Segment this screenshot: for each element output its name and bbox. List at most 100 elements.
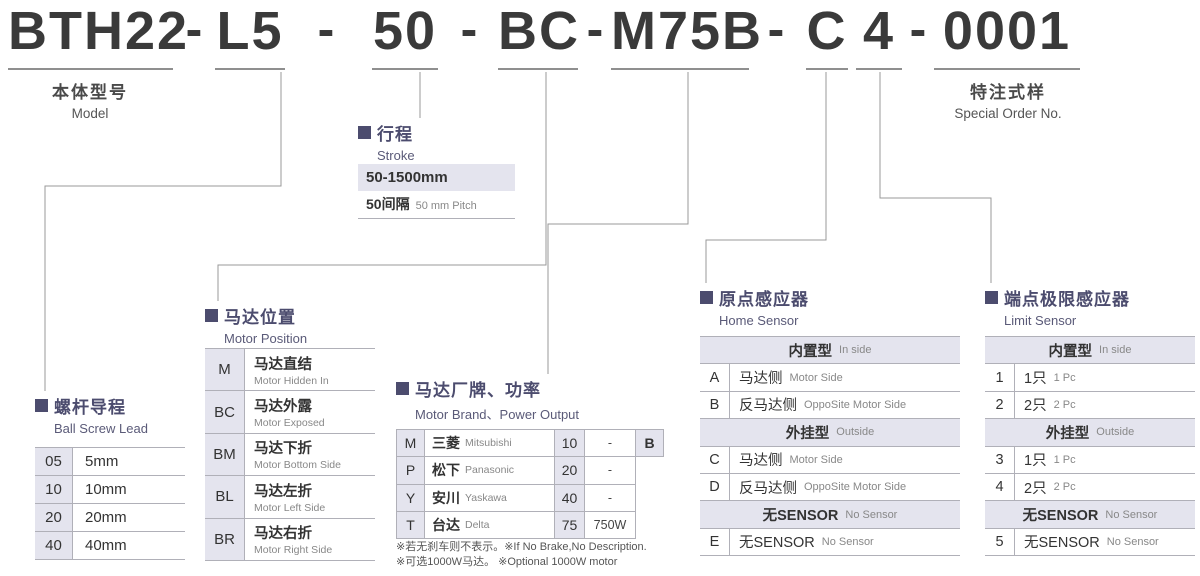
sensor-desc-en: 1 Pc <box>1053 371 1076 384</box>
motor-position-title-en: Motor Position <box>224 331 308 346</box>
sensor-desc-zh: 1只 <box>1024 371 1047 388</box>
sensor-code-cell: 1 <box>985 364 1015 391</box>
motor-brand-table: M 三菱 Mitsubishi 10 - B P 松下 Panasonic 20… <box>396 429 664 540</box>
position-code-cell: BC <box>205 391 245 433</box>
special-order-label: 特注式样 Special Order No. <box>908 78 1108 121</box>
home-sensor-title-en: Home Sensor <box>719 313 799 328</box>
lead-value-cell: 40mm <box>85 537 127 554</box>
model-code-separator: - <box>317 1 335 57</box>
model-code-motor-power: M75B <box>611 0 761 70</box>
motor-position-row: BR 马达右折 Motor Right Side <box>205 518 375 561</box>
model-label-en: Model <box>71 106 109 121</box>
sensor-desc-cell: 外挂型 Outside <box>1046 419 1134 445</box>
brand-name-en: Mitsubishi <box>465 437 512 450</box>
sensor-desc-en: 2 Pc <box>1053 481 1076 494</box>
stroke-pitch-zh: 50间隔 <box>366 196 410 212</box>
position-desc-zh: 马达右折 <box>254 526 312 543</box>
sensor-desc-cell: 2只 2 Pc <box>1015 392 1076 418</box>
brand-note-2: ※可选1000W马达。 ※Optional 1000W motor <box>396 556 618 568</box>
ball-screw-lead-row: 10 10mm <box>35 476 185 504</box>
sensor-desc-cell: 外挂型 Outside <box>786 419 874 445</box>
stroke-range: 50-1500mm <box>358 164 515 191</box>
special-order-label-zh: 特注式样 <box>970 83 1046 102</box>
sensor-desc-cell: 马达侧 Motor Side <box>730 447 843 473</box>
sensor-desc-cell: 反马达侧 OppoSite Motor Side <box>730 474 906 500</box>
home-sensor-row: 内置型 In side <box>700 337 960 365</box>
sensor-desc-zh: 无SENSOR <box>1024 535 1100 552</box>
limit-sensor-title-zh: 端点极限感应器 <box>1004 290 1130 309</box>
square-bullet-icon <box>985 291 998 304</box>
square-bullet-icon <box>358 126 371 139</box>
sensor-desc-zh: 无SENSOR <box>762 508 839 525</box>
sensor-desc-zh: 2只 <box>1024 398 1047 415</box>
model-code-special-order: 0001 <box>934 0 1080 70</box>
motor-brand-section-title: 马达厂牌、功率 Motor Brand、Power Output <box>396 376 579 423</box>
ball-screw-lead-row: 05 5mm <box>35 448 185 476</box>
motor-position-row: M 马达直结 Motor Hidden In <box>205 349 375 392</box>
position-desc-zh: 马达左折 <box>254 483 312 500</box>
home-sensor-row: 无SENSOR No Sensor <box>700 501 960 529</box>
ball-screw-lead-table: 05 5mm 10 10mm 20 20mm 40 40mm <box>35 447 185 560</box>
brand-name-cell: 三菱 Mitsubishi <box>425 430 555 458</box>
home-sensor-section-title: 原点感应器 Home Sensor <box>700 285 809 328</box>
sensor-code-cell: D <box>700 473 730 501</box>
brake-cell <box>636 512 664 539</box>
sensor-desc-en: Motor Side <box>789 371 843 384</box>
home-sensor-row: C 马达侧 Motor Side <box>700 446 960 474</box>
limit-sensor-row: 1 1只 1 Pc <box>985 364 1195 392</box>
position-desc-cell: 马达下折 Motor Bottom Side <box>245 434 341 475</box>
position-desc-cell: 马达外露 Motor Exposed <box>245 391 325 432</box>
sensor-desc-en: Outside <box>836 426 875 439</box>
power-code-cell: 20 <box>555 457 585 485</box>
position-code-cell: BR <box>205 518 245 560</box>
sensor-code-cell: E <box>700 528 730 556</box>
lead-code-cell: 40 <box>35 532 73 559</box>
sensor-desc-zh: 无SENSOR <box>739 535 815 552</box>
power-desc-cell: - <box>585 430 636 458</box>
sensor-desc-en: In side <box>839 344 872 357</box>
power-desc-cell: - <box>585 484 636 512</box>
power-code-cell: 75 <box>555 511 585 540</box>
sensor-desc-zh: 内置型 <box>1048 343 1093 360</box>
sensor-code-cell: 4 <box>985 473 1015 501</box>
motor-brand-row: M 三菱 Mitsubishi 10 - B <box>397 430 664 458</box>
brand-name-en: Panasonic <box>465 464 515 477</box>
brake-cell <box>636 457 664 484</box>
sensor-code-cell: A <box>700 364 730 391</box>
limit-sensor-title-en: Limit Sensor <box>1004 313 1077 328</box>
motor-position-section-title: 马达位置 Motor Position <box>205 303 307 346</box>
position-code-cell: BM <box>205 433 245 476</box>
home-sensor-row: 外挂型 Outside <box>700 419 960 447</box>
sensor-desc-cell: 1只 1 Pc <box>1015 447 1076 473</box>
home-sensor-row: D 反马达侧 OppoSite Motor Side <box>700 473 960 502</box>
sensor-desc-zh: 外挂型 <box>1045 425 1090 442</box>
position-code-cell: BL <box>205 476 245 518</box>
position-desc-en: Motor Exposed <box>254 417 325 430</box>
lead-code-cell: 05 <box>35 448 73 475</box>
sensor-desc-zh: 内置型 <box>788 343 833 360</box>
connector-motor-brand <box>547 72 689 374</box>
sensor-desc-cell: 2只 2 Pc <box>1015 474 1076 500</box>
sensor-code-cell: 5 <box>985 528 1015 556</box>
limit-sensor-row: 内置型 In side <box>985 337 1195 365</box>
model-code-separator: - <box>185 1 203 57</box>
home-sensor-row: E 无SENSOR No Sensor <box>700 528 960 557</box>
lead-value-cell: 5mm <box>85 453 119 470</box>
position-desc-en: Motor Left Side <box>254 501 326 514</box>
ball-screw-lead-title-zh: 螺杆导程 <box>54 398 126 417</box>
motor-position-row: BM 马达下折 Motor Bottom Side <box>205 433 375 477</box>
motor-brand-row: Y 安川 Yaskawa 40 - <box>397 484 664 512</box>
brand-name-en: Delta <box>465 519 490 532</box>
motor-position-table: M 马达直结 Motor Hidden In BC 马达外露 Motor Exp… <box>205 348 375 561</box>
position-desc-en: Motor Right Side <box>254 544 333 557</box>
sensor-desc-en: OppoSite Motor Side <box>804 481 907 494</box>
connector-home-sensor <box>705 72 827 283</box>
model-label-zh: 本体型号 <box>52 83 128 102</box>
brand-name-cell: 台达 Delta <box>425 511 555 540</box>
sensor-desc-en: Outside <box>1096 426 1135 439</box>
position-desc-en: Motor Bottom Side <box>254 459 341 472</box>
sensor-desc-zh: 无SENSOR <box>1022 508 1099 525</box>
home-sensor-row: B 反马达侧 OppoSite Motor Side <box>700 391 960 420</box>
model-code-lead: L5 <box>215 0 285 70</box>
sensor-desc-en: No Sensor <box>1105 508 1158 521</box>
